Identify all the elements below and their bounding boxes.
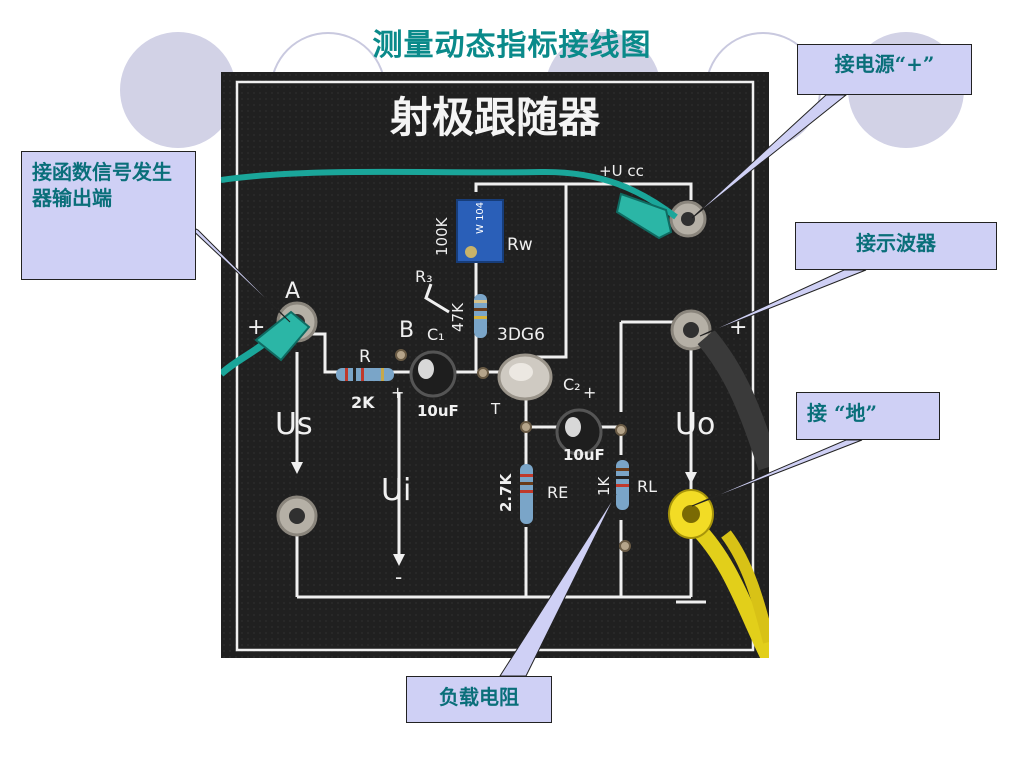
label-rw: Rw (507, 235, 533, 255)
cable-scope-black (697, 329, 769, 471)
label-r3-value: 47K (449, 302, 467, 332)
label-us: Us (275, 407, 313, 442)
label-r: R (359, 347, 371, 367)
solder-pads (395, 349, 631, 552)
label-transistor: 3DG6 (497, 325, 545, 345)
cable-ground-yellow (690, 521, 769, 658)
label-pot-marking: W 104 (475, 202, 486, 234)
callout-generator-text: 接函数信号发生器输出端 (32, 160, 172, 210)
callout-ground: 接 “地” (796, 392, 940, 440)
callout-load: 负载电阻 (406, 676, 552, 723)
label-c1: C₁ (427, 325, 445, 344)
terminal-ground-left (276, 495, 318, 537)
clip-generator (254, 310, 311, 362)
resistor-r3 (474, 294, 487, 338)
terminal-vcc (669, 200, 707, 238)
callout-ground-text: 接 “地” (807, 401, 877, 425)
label-minus-ui: - (395, 565, 402, 589)
slide-title: 测量动态指标接线图 (372, 28, 652, 63)
potentiometer-rw (456, 199, 504, 263)
cable-power-teal (221, 168, 678, 220)
callout-generator: 接函数信号发生器输出端 (21, 151, 196, 280)
label-point-b: B (399, 318, 414, 343)
callout-scope-text: 接示波器 (856, 231, 936, 255)
circuit-board: 射极跟随器 +U cc A B R 2K + R₃ 47K 100K W 104… (221, 72, 769, 658)
capacitor-c1 (409, 350, 457, 398)
label-ui: Ui (381, 473, 411, 508)
callout-scope: 接示波器 (795, 222, 997, 270)
label-plus-c1: + (391, 383, 404, 402)
label-plus-input: + (247, 315, 265, 340)
label-r-value: 2K (351, 393, 375, 412)
label-c2: C₂ (563, 375, 581, 394)
label-vcc: +U cc (599, 162, 644, 180)
resistor-r (336, 368, 394, 381)
label-re: RE (547, 483, 568, 502)
decor-circle (120, 32, 236, 148)
transistor-3dg6 (497, 353, 553, 401)
label-t: T (490, 400, 501, 418)
label-rl: RL (637, 477, 657, 496)
label-plus-c2: + (583, 383, 596, 402)
label-rw-value: 100K (433, 216, 451, 256)
label-rl-value: 1K (595, 475, 613, 496)
label-uo: Uo (675, 407, 715, 442)
label-point-a: A (285, 279, 300, 304)
resistor-rl (616, 460, 629, 510)
label-r3: R₃ (415, 267, 433, 286)
board-heading: 射极跟随器 (390, 93, 601, 142)
resistor-re (520, 464, 533, 524)
label-c1-value: 10uF (417, 402, 459, 420)
label-c2-value: 10uF (563, 446, 605, 464)
label-re-value: 2.7K (497, 472, 515, 512)
callout-load-text: 负载电阻 (439, 685, 519, 709)
callout-power-text: 接电源“+” (834, 52, 935, 76)
callout-power: 接电源“+” (797, 44, 972, 95)
clip-power (615, 192, 673, 240)
terminal-output (670, 309, 712, 351)
capacitor-c2 (555, 408, 603, 456)
